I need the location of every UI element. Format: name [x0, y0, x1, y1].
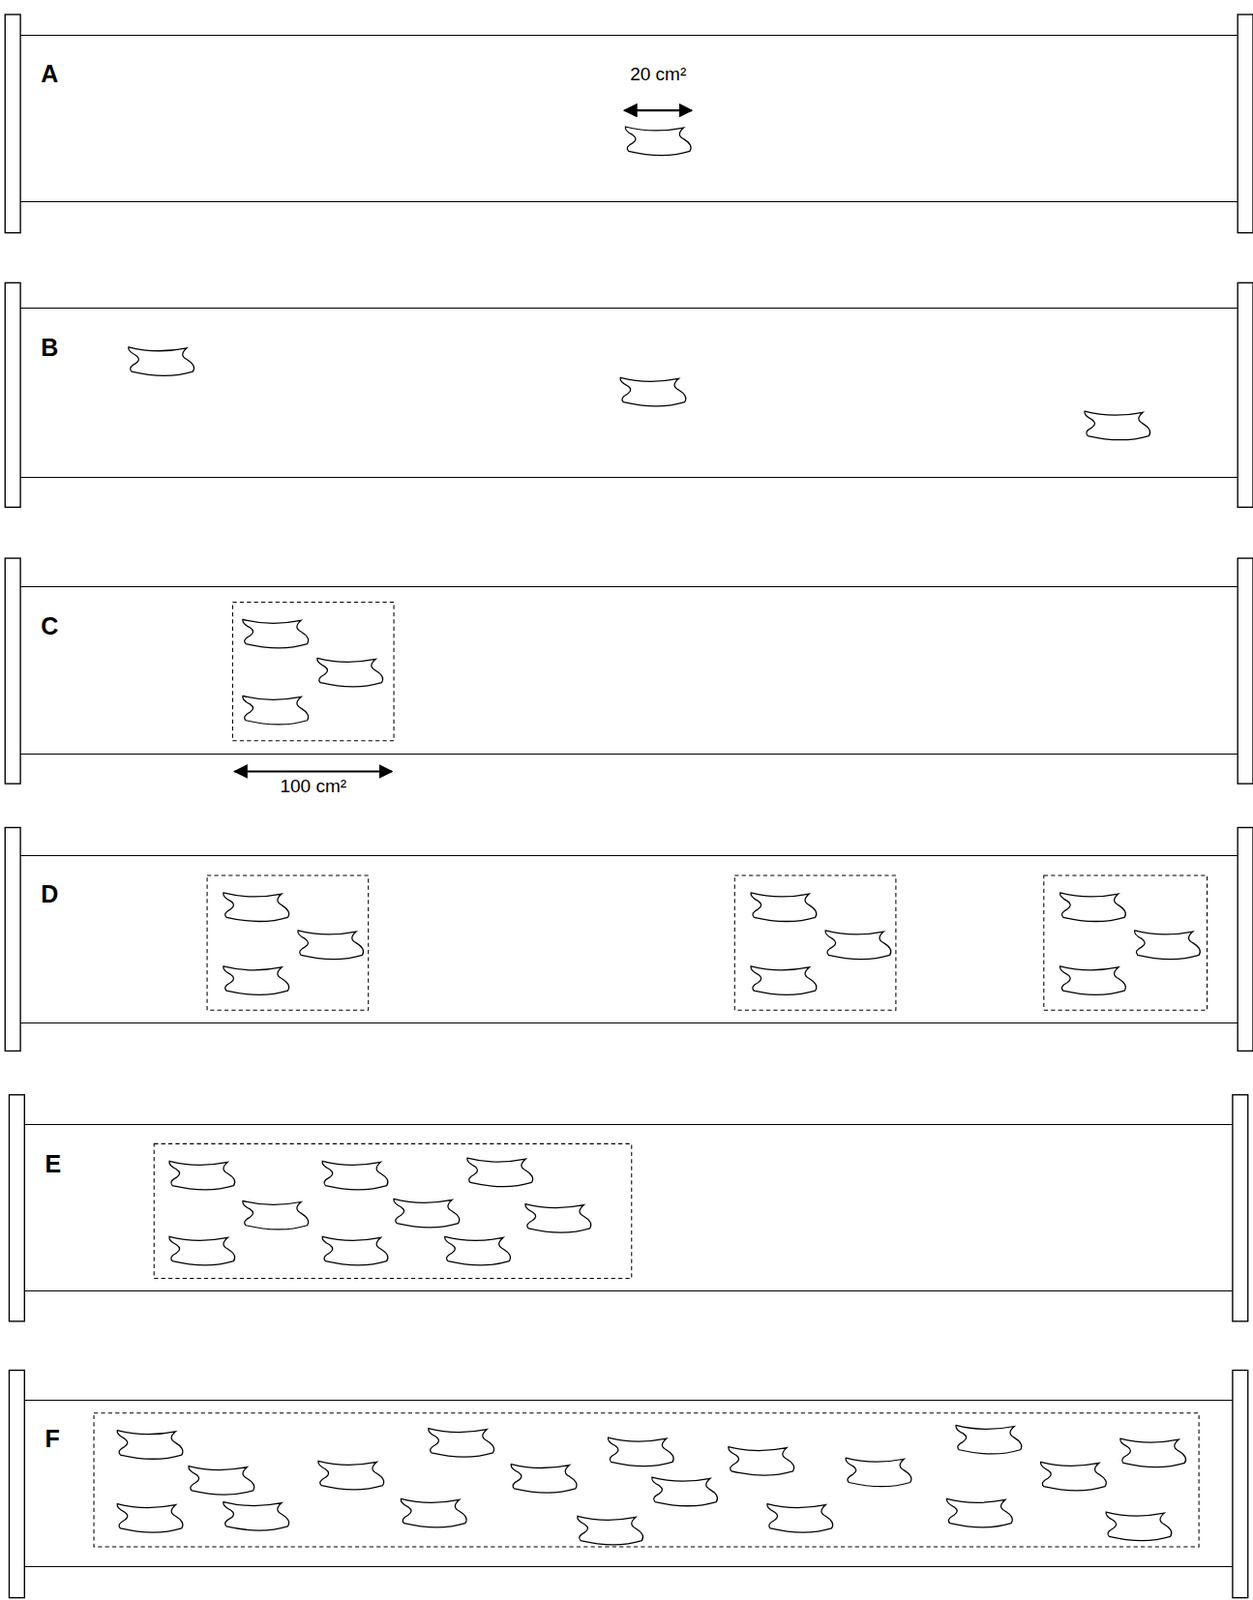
- cell: [242, 695, 309, 725]
- end-cap: [1232, 1370, 1249, 1598]
- cell: [750, 966, 817, 996]
- dashed-area: [153, 1143, 632, 1279]
- end-cap: [4, 282, 21, 508]
- end-cap: [1237, 14, 1253, 234]
- cell: [428, 1429, 495, 1459]
- panel-letter: E: [44, 1152, 61, 1177]
- dashed-area: [207, 875, 369, 1011]
- dashed-area: [93, 1413, 1199, 1548]
- cell: [169, 1236, 236, 1266]
- end-caps: [4, 14, 1253, 1599]
- cell: [728, 1447, 795, 1477]
- end-cap: [1237, 282, 1253, 508]
- end-cap: [4, 827, 21, 1051]
- cell: [955, 1425, 1022, 1455]
- dashed-area: [734, 875, 896, 1011]
- tube-panel: A: [20, 34, 1238, 203]
- dimension-arrow: [235, 770, 392, 773]
- dashed-areas: [93, 601, 1208, 1548]
- end-cap: [4, 14, 21, 234]
- cell: [1060, 893, 1127, 923]
- cell: [845, 1458, 912, 1488]
- cell: [223, 893, 290, 923]
- cell: [1041, 1461, 1107, 1492]
- cell: [652, 1477, 718, 1507]
- cell: [298, 930, 364, 960]
- panel-letter: F: [44, 1427, 60, 1452]
- cell: [767, 1504, 834, 1534]
- cell: [188, 1466, 255, 1496]
- cell: [1105, 1512, 1172, 1542]
- dashed-area: [232, 601, 394, 741]
- end-cap: [8, 1370, 25, 1598]
- dimension-label: 20 cm²: [627, 64, 688, 86]
- cell: [625, 126, 691, 156]
- cell: [1134, 930, 1201, 960]
- cells: [117, 126, 1200, 1546]
- cell: [825, 930, 892, 960]
- cell: [577, 1516, 644, 1546]
- dashed-area: [1044, 875, 1208, 1011]
- cell: [1084, 411, 1151, 441]
- cell: [322, 1161, 388, 1191]
- cell: [223, 966, 290, 996]
- panel-letter: D: [40, 882, 59, 907]
- cell: [318, 1461, 385, 1491]
- cell: [467, 1158, 534, 1188]
- cell: [242, 1200, 309, 1230]
- dimension-arrows: [235, 110, 692, 772]
- cell: [169, 1161, 236, 1191]
- dimension-label: 100 cm²: [277, 776, 349, 798]
- cell: [242, 619, 309, 649]
- cell: [607, 1437, 674, 1467]
- tube-panel: B: [20, 307, 1238, 478]
- end-cap: [1237, 827, 1253, 1051]
- cell: [400, 1498, 467, 1528]
- cell: [322, 1236, 388, 1266]
- tube-panel: D: [20, 855, 1238, 1024]
- cell: [393, 1198, 460, 1228]
- panel-letter: C: [40, 614, 59, 639]
- tube-panel: C: [20, 586, 1238, 755]
- cell: [525, 1204, 592, 1234]
- end-cap: [1232, 1095, 1249, 1322]
- cell: [750, 893, 817, 923]
- tube-panel: E: [24, 1124, 1233, 1292]
- cell: [223, 1502, 290, 1532]
- cell: [128, 347, 195, 377]
- end-cap: [1237, 558, 1253, 784]
- cell: [117, 1431, 183, 1461]
- cell: [117, 1504, 183, 1534]
- cell: [445, 1236, 511, 1266]
- panel-letter: A: [40, 61, 59, 87]
- cell: [317, 657, 384, 687]
- end-cap: [8, 1095, 25, 1322]
- cell: [510, 1464, 577, 1494]
- panel-letter: B: [40, 335, 59, 360]
- cell: [1120, 1438, 1187, 1468]
- tube-panel: F: [24, 1400, 1233, 1568]
- end-cap: [4, 558, 21, 784]
- cell: [947, 1498, 1014, 1528]
- dimension-arrow: [624, 109, 692, 112]
- cell: [620, 377, 687, 407]
- cell: [1060, 966, 1127, 996]
